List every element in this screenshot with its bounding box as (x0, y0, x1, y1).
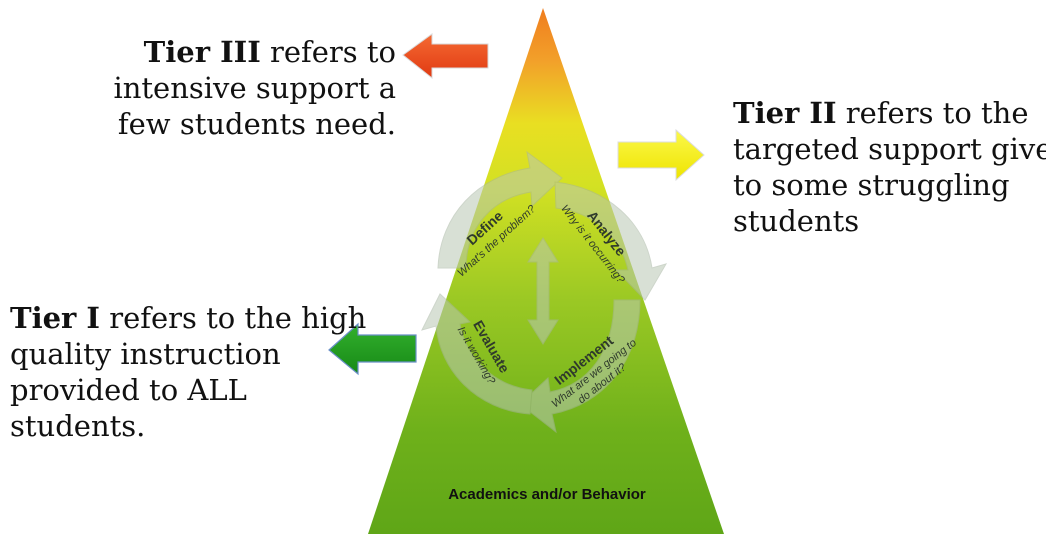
double-arrow-icon (527, 237, 559, 345)
tier3-line1: refers to (260, 35, 396, 69)
tier2-arrow-icon (617, 128, 705, 182)
tier1-description: Tier I refers to the high quality instru… (10, 300, 366, 444)
cycle-arrow-implement (519, 299, 641, 434)
tier3-description: Tier III refers to intensive support a f… (113, 34, 396, 142)
cycle-arrow-define (437, 150, 563, 269)
tier2-label: Tier II (733, 96, 837, 130)
tier1-label: Tier I (10, 301, 100, 335)
tier2-line2: targeted support given (733, 132, 1046, 166)
tier3-line3: few students need. (117, 107, 396, 141)
tier2-line3: to some struggling (733, 168, 1010, 202)
tier2-description: Tier II refers to the targeted support g… (733, 95, 1046, 239)
tier1-line4: students. (10, 409, 146, 443)
tier3-line2: intensive support a (113, 71, 396, 105)
tier1-line3: provided to ALL (10, 373, 247, 407)
cycle-arrow-evaluate (421, 293, 533, 415)
tier1-arrow-icon (328, 322, 417, 376)
tier1-line2: quality instruction (10, 337, 281, 371)
tier2-line1: refers to the (836, 96, 1029, 130)
cycle-ring (421, 150, 668, 434)
cycle-arrow-analyze (554, 181, 668, 301)
tier3-arrow-icon (402, 33, 489, 80)
tier2-line4: students (733, 204, 860, 238)
tier1-line1: refers to the high (100, 301, 367, 335)
tier3-label: Tier III (143, 35, 261, 69)
pyramid-base-label: Academics and/or Behavior (448, 486, 646, 503)
